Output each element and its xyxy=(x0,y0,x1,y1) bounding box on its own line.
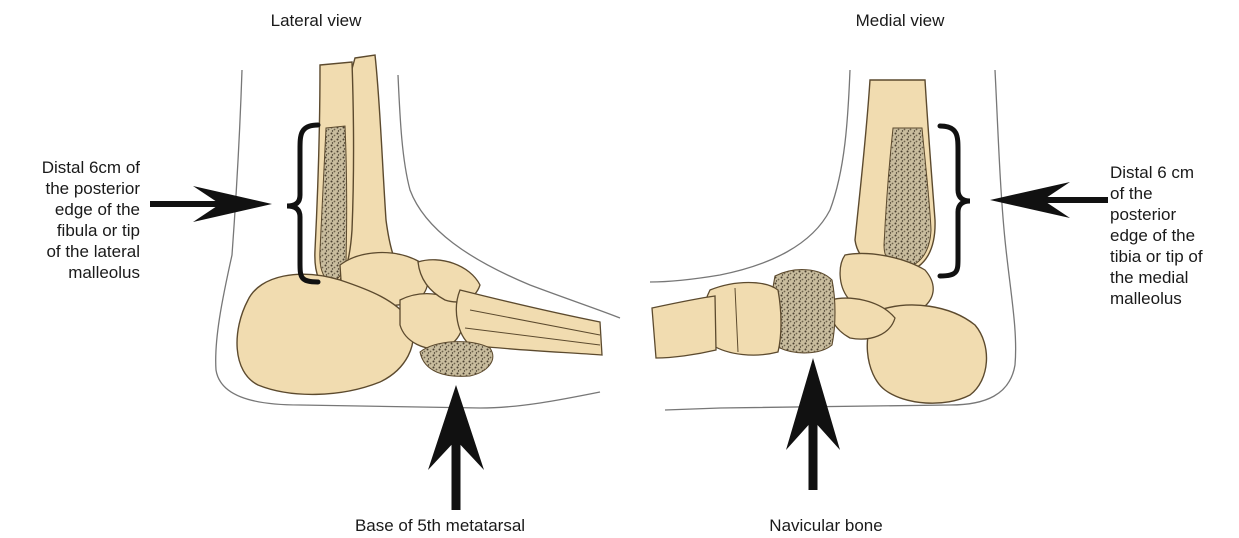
arrow-right-icon xyxy=(150,186,272,222)
brace-icon xyxy=(940,126,970,276)
lateral-bottom-label: Base of 5th metatarsal xyxy=(300,515,580,536)
medial-bottom-label: Navicular bone xyxy=(706,515,946,536)
arrow-up-icon xyxy=(786,358,840,490)
medial-view-title: Medial view xyxy=(820,10,980,31)
lateral-5th-metatarsal-highlight xyxy=(420,342,493,377)
lateral-posterior-label: Distal 6cm of the posterior edge of the … xyxy=(0,157,140,283)
medial-posterior-label: Distal 6 cm of the posterior edge of the… xyxy=(1110,162,1235,309)
medial-ankle-illustration xyxy=(650,70,1016,410)
medial-skin-outline-front xyxy=(650,70,850,282)
lateral-ankle-illustration xyxy=(216,55,620,408)
arrow-up-icon xyxy=(428,385,484,510)
lateral-view-title: Lateral view xyxy=(236,10,396,31)
medial-tibia-highlight xyxy=(884,128,931,268)
medial-metatarsals xyxy=(652,296,716,358)
brace-icon xyxy=(287,125,318,282)
arrow-left-icon xyxy=(990,182,1108,218)
